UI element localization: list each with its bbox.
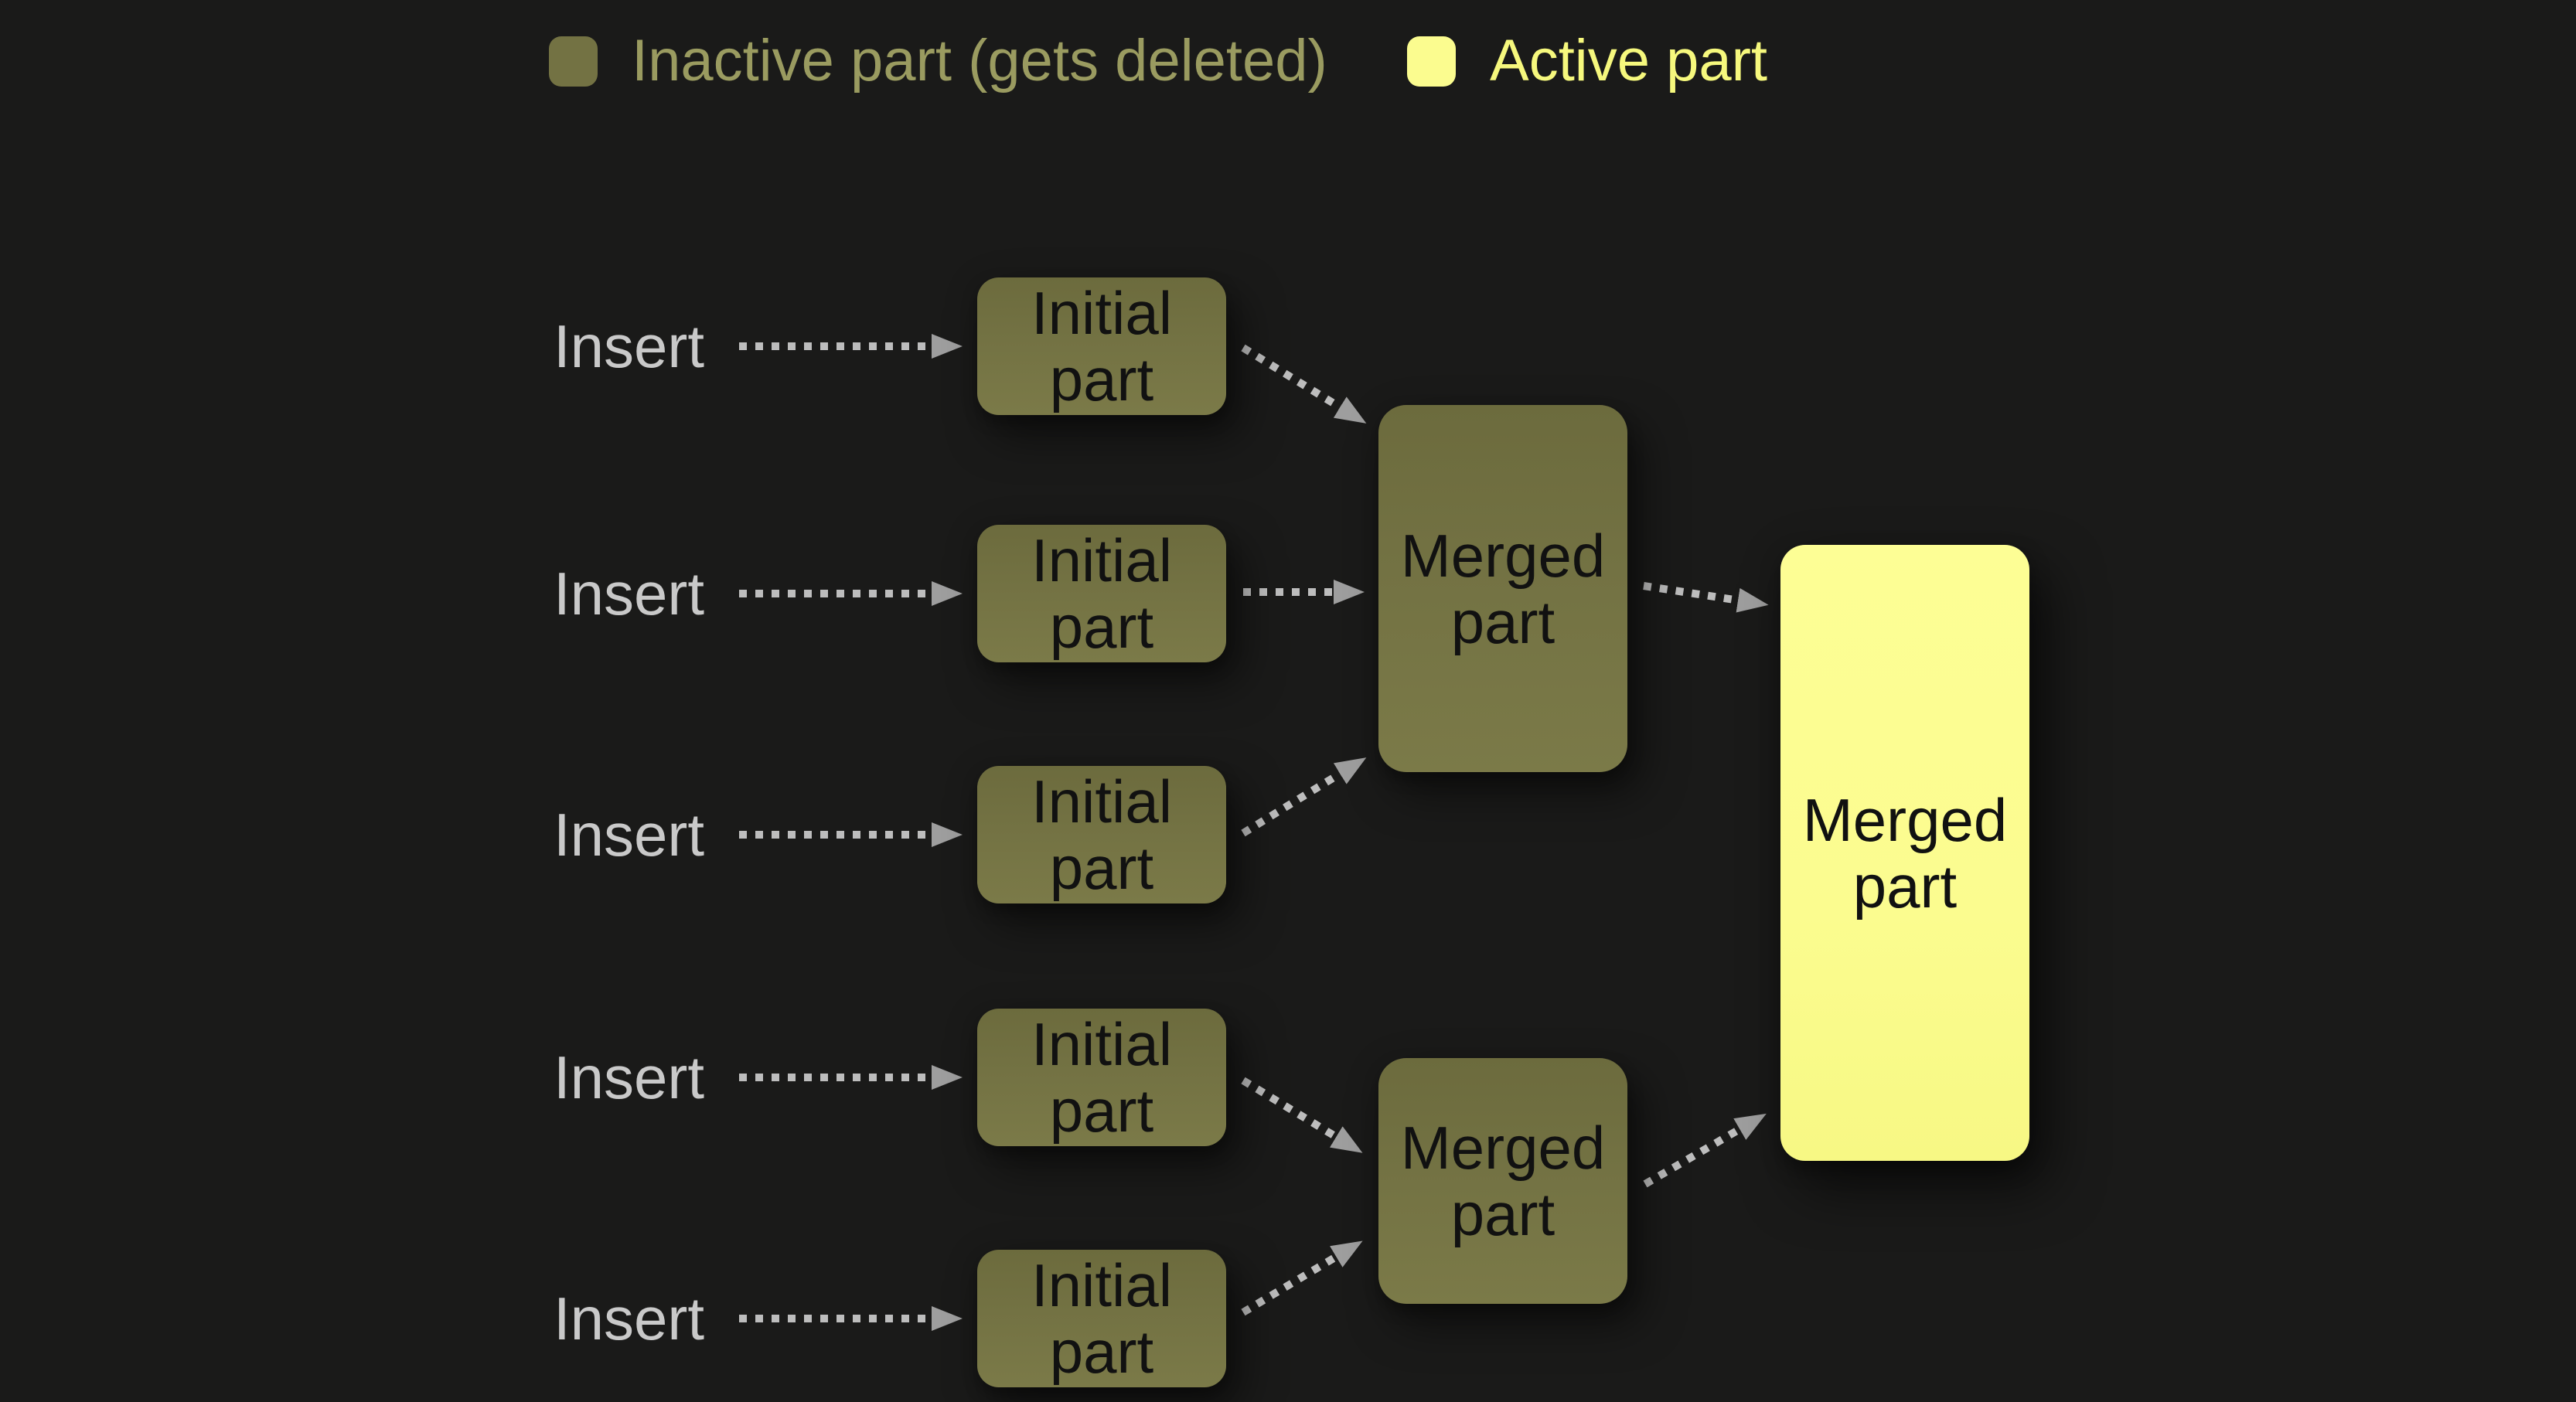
insert-label-5: Insert [554, 1285, 705, 1353]
legend-label-active: Active part [1490, 28, 1768, 94]
node-merged-part-bottom: Merged part [1378, 1058, 1627, 1304]
node-label: Initial part [1031, 767, 1173, 902]
node-initial-part-2: Initial part [977, 525, 1226, 662]
node-merged-part-final: Merged part [1780, 545, 2029, 1161]
legend-label-inactive: Inactive part (gets deleted) [632, 28, 1327, 94]
active-color-swatch [1407, 36, 1456, 87]
insert-label-4: Insert [554, 1043, 705, 1111]
arrow-mergedbottom-final [1643, 1113, 1767, 1188]
arrow-initial3-mergedtop [1241, 757, 1367, 837]
insert-label-2: Insert [554, 560, 705, 628]
arrow-initial4-mergedbottom [1241, 1077, 1363, 1153]
legend-item-active: Active part [1407, 28, 1768, 94]
node-initial-part-4: Initial part [977, 1009, 1226, 1146]
legend-item-inactive: Inactive part (gets deleted) [549, 28, 1327, 94]
node-label: Initial part [1031, 1251, 1173, 1386]
node-label: Initial part [1031, 279, 1173, 413]
node-initial-part-3: Initial part [977, 766, 1226, 903]
node-merged-part-top: Merged part [1378, 405, 1627, 772]
arrow-mergedtop-final [1643, 582, 1769, 613]
node-initial-part-5: Initial part [977, 1250, 1226, 1387]
node-label: Initial part [1031, 526, 1173, 661]
insert-label-3: Insert [554, 801, 705, 869]
arrow-initial1-mergedtop [1241, 344, 1367, 424]
node-label: Merged part [1802, 785, 2008, 920]
inactive-color-swatch [549, 36, 598, 87]
arrow-initial5-mergedbottom [1241, 1240, 1363, 1316]
node-label: Merged part [1400, 521, 1606, 656]
node-initial-part-1: Initial part [977, 277, 1226, 415]
node-label: Merged part [1400, 1114, 1606, 1248]
insert-label-1: Insert [554, 312, 705, 380]
node-label: Initial part [1031, 1010, 1173, 1145]
